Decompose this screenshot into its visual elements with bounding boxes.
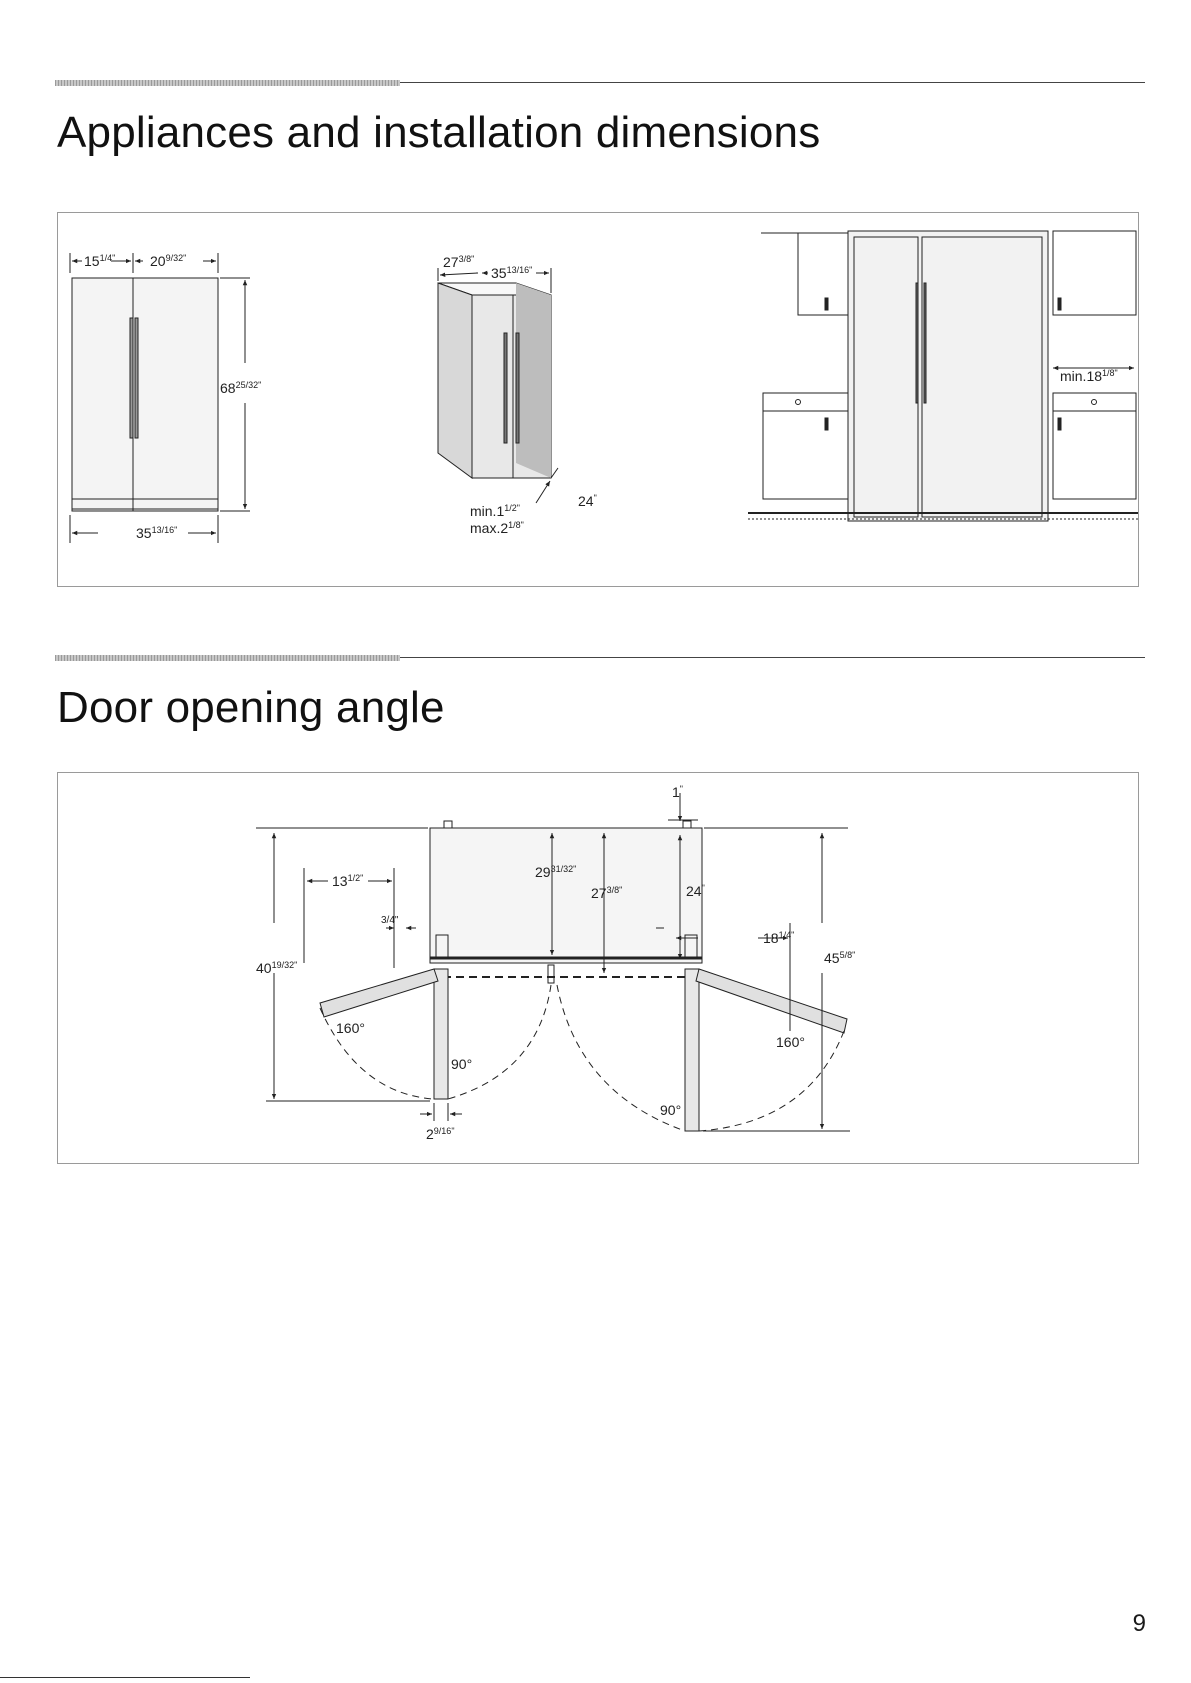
dim-persp-gap-max: max.21/8" — [470, 520, 524, 536]
dim-front-left-width: 151/4" — [84, 253, 115, 269]
dimensions-figure: 151/4" 209/32" 6825/32" 3513/16" 273/8" … — [57, 212, 1139, 587]
dim-right-total: 455/8" — [824, 950, 855, 966]
dim-persp-gap-min: min.11/2" — [470, 503, 520, 519]
dim-front-total-width: 3513/16" — [136, 525, 177, 541]
angle-right-160: 160° — [776, 1034, 805, 1050]
dim-front-right-width: 209/32" — [150, 253, 186, 269]
dim-top-gap: 1" — [672, 784, 683, 800]
angle-right-90: 90° — [660, 1102, 681, 1118]
section-rule — [55, 655, 1145, 661]
section-title-door-angle: Door opening angle — [57, 683, 445, 733]
section-rule — [55, 80, 1145, 86]
footer-rule — [0, 1677, 250, 1678]
dim-kitchen-min: min.181/8" — [1060, 368, 1118, 384]
door-angle-figure: 1" 131/2" 2931/32" 273/8" 24" 3/4" 181/4… — [57, 772, 1139, 1164]
door-angle-drawing: 1" 131/2" 2931/32" 273/8" 24" 3/4" 181/4… — [58, 773, 1138, 1163]
dim-persp-width: 3513/16" — [491, 265, 532, 281]
dim-left-swing: 131/2" — [332, 873, 363, 889]
perspective-fridge — [438, 283, 551, 478]
angle-left-160: 160° — [336, 1020, 365, 1036]
dim-bottom-offset: 29/16" — [426, 1126, 455, 1142]
dim-left-total: 4019/32" — [256, 960, 297, 976]
dimensions-drawing: 151/4" 209/32" 6825/32" 3513/16" 273/8" … — [58, 213, 1138, 586]
fridge-body-top-view — [430, 828, 702, 963]
dim-persp-depth: 273/8" — [443, 254, 474, 270]
front-view-fridge — [72, 278, 218, 511]
dim-front-height: 6825/32" — [220, 380, 261, 396]
page-number: 9 — [1133, 1610, 1146, 1638]
dim-persp-side: 24" — [578, 493, 597, 509]
angle-left-90: 90° — [451, 1056, 472, 1072]
section-title-dimensions: Appliances and installation dimensions — [57, 108, 820, 158]
dim-hinge-offset: 3/4" — [381, 915, 399, 926]
